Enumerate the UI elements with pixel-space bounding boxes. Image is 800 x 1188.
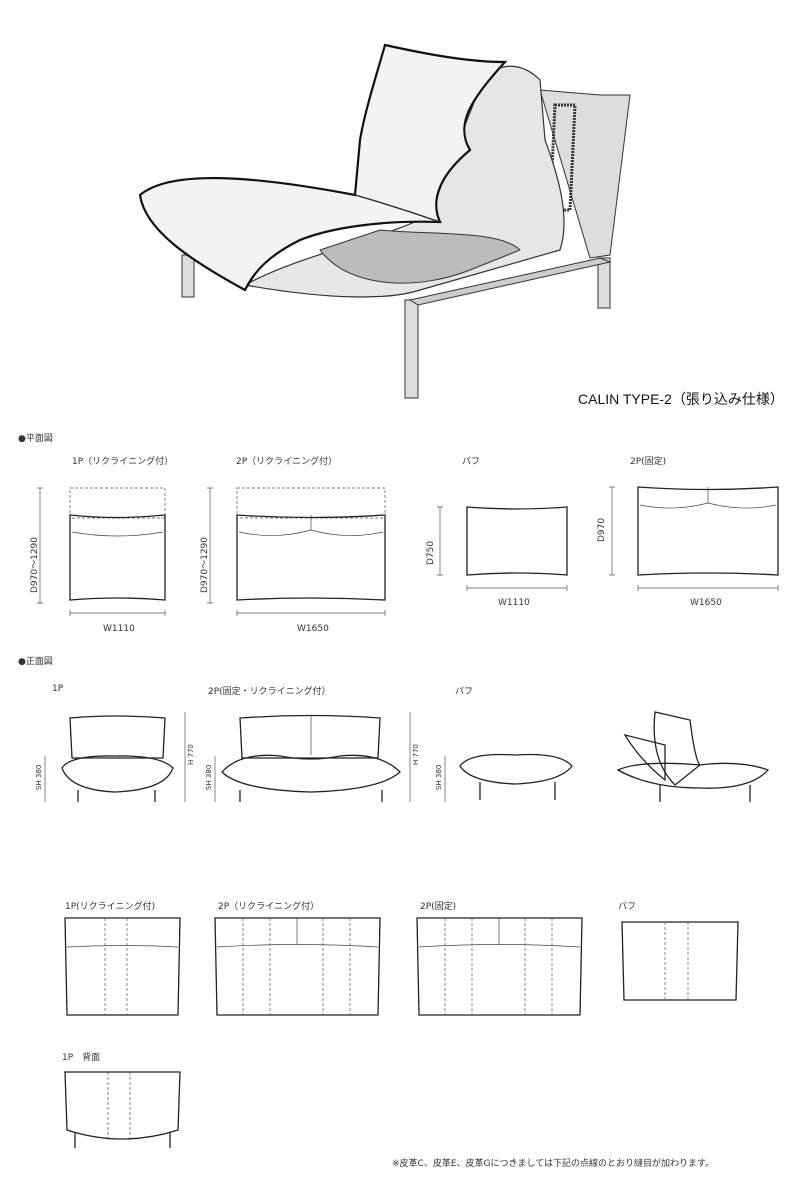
front-sh-2p: SH 380 <box>205 764 213 790</box>
plan-puff <box>437 506 568 591</box>
product-title: CALIN TYPE-2（張り込み仕様） <box>578 391 784 407</box>
front-view-heading: ●正面図 <box>18 657 53 667</box>
seam-label-2p-fixed: 2P(固定) <box>420 902 457 912</box>
plan-2p-reclining <box>207 487 386 616</box>
seam-label-1p: 1P(リクライニング付) <box>65 902 156 912</box>
plan-width-puff: W1110 <box>498 598 530 608</box>
plan-label-puff: パフ <box>462 457 481 467</box>
plan-1p <box>37 487 166 616</box>
seam-label-puff: パフ <box>618 902 637 912</box>
chair-cutaway-illustration <box>138 43 631 399</box>
plan-depth-puff: D750 <box>426 540 436 565</box>
front-sh-1p: SH 380 <box>35 764 43 790</box>
plan-depth-2p-fixed: D970 <box>597 517 607 542</box>
plan-view-heading: ●平面図 <box>18 434 53 444</box>
plan-width-2p-fixed: W1650 <box>690 598 722 608</box>
back-label-1p: 1P 背面 <box>62 1053 101 1063</box>
plan-label-2p-reclining: 2P（リクライニング付） <box>236 457 338 467</box>
plan-2p-fixed <box>609 486 779 591</box>
seam-1p <box>64 917 181 1016</box>
footnote: ※皮革C、皮革E、皮革Gにつきましては下記の点線のとおり縫目が加わります。 <box>392 1159 715 1169</box>
plan-depth-1p: D970～1290 <box>30 536 40 593</box>
front-1p <box>44 712 186 802</box>
plan-label-2p-fixed: 2P(固定) <box>630 457 667 467</box>
front-h-1p: H 770 <box>187 744 195 765</box>
plan-label-1p: 1P（リクライニング付） <box>72 457 174 467</box>
front-sh-puff: SH 380 <box>435 764 443 790</box>
front-label-1p: 1P <box>52 684 64 694</box>
plan-width-1p: W1110 <box>103 624 135 634</box>
front-label-puff: パフ <box>455 687 474 697</box>
front-h-2p: H 770 <box>412 744 420 765</box>
plan-depth-2p-reclining: D970～1290 <box>200 536 210 593</box>
front-label-2p: 2P(固定・リクライニング付） <box>208 687 331 697</box>
side-reclined-chair <box>616 711 770 802</box>
seam-puff <box>621 921 739 1001</box>
seam-label-2p-reclining: 2P（リクライニング付） <box>218 902 320 912</box>
front-puff <box>444 753 573 802</box>
seam-2p-fixed <box>416 917 583 1016</box>
back-1p <box>64 1071 181 1148</box>
front-2p <box>214 712 411 802</box>
seam-2p-reclining <box>214 917 381 1016</box>
plan-width-2p-reclining: W1650 <box>297 624 329 634</box>
